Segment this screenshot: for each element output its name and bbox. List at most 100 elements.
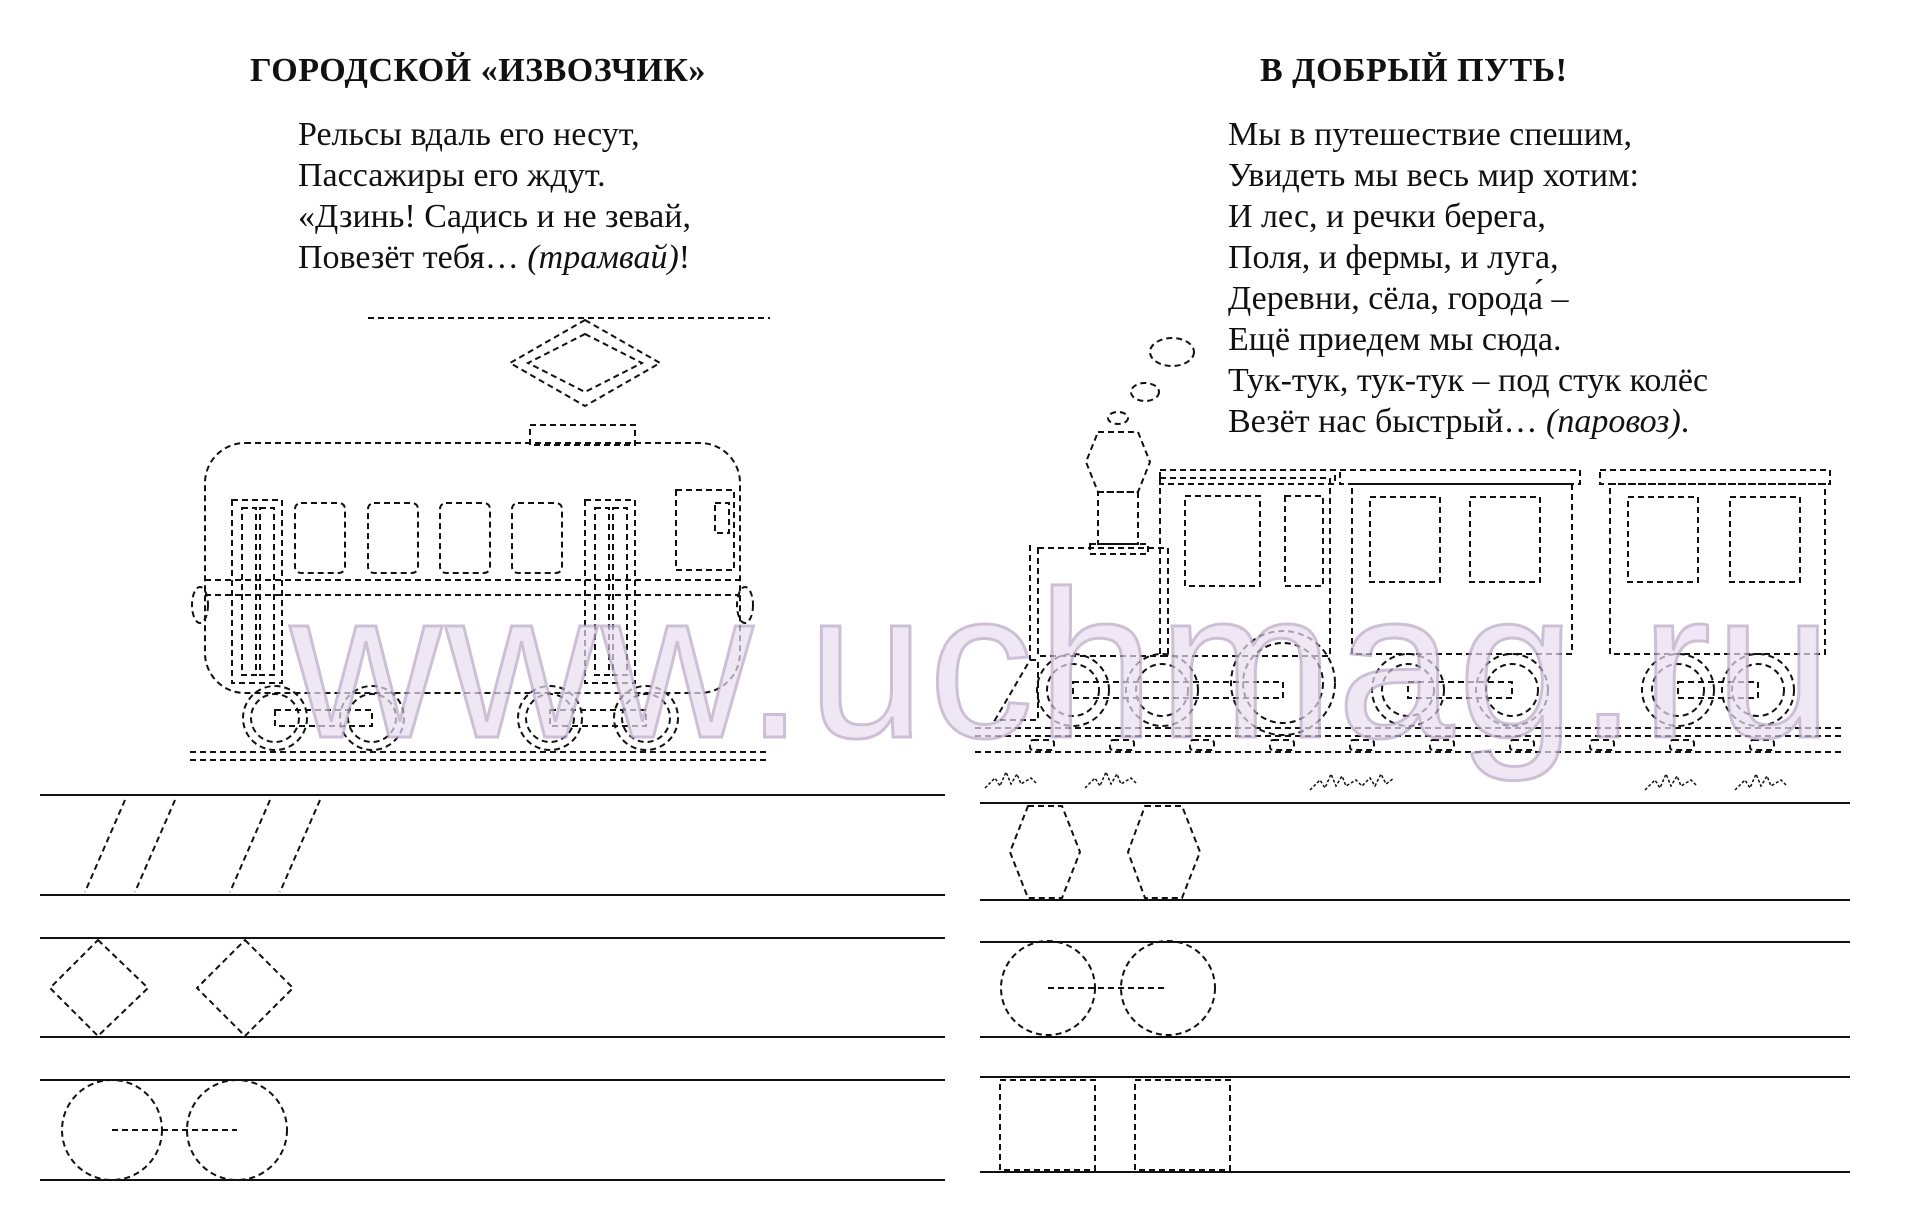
- locomotive-cab: [1159, 477, 1331, 657]
- left-poem: Рельсы вдаль его несут, Пассажиры его жд…: [298, 114, 691, 278]
- car-wheel-inner: [1731, 663, 1785, 717]
- smoke-puff: [1107, 411, 1129, 425]
- trace-hexagon: [1126, 805, 1202, 899]
- tram-window: [511, 502, 563, 574]
- right-poem-line: Деревни, сёла, города́ –: [1228, 280, 1569, 317]
- watermark: www.uchmag.ru: [289, 547, 1836, 782]
- tram-door-left-panel: [241, 507, 257, 676]
- locomotive-connecting-rod: [1072, 681, 1284, 699]
- trace-slash: [84, 799, 126, 893]
- locomotive-chimney-top: [1084, 431, 1152, 493]
- grass-tufts: [984, 770, 1788, 791]
- car-wheel-inner: [1485, 663, 1539, 717]
- trace-wheel: [1120, 940, 1216, 1036]
- right-poem: Мы в путешествие спешим, Увидеть мы весь…: [1228, 114, 1708, 442]
- rail-sleepers: [1029, 739, 1775, 751]
- right-poem-last-prefix: Везёт нас быстрый…: [1228, 403, 1546, 440]
- car-wheel: [1371, 653, 1445, 727]
- car-wheel: [1721, 653, 1795, 727]
- tram-window: [294, 502, 346, 574]
- tram-wheel-inner: [621, 693, 671, 743]
- train-car: [1609, 483, 1826, 655]
- trace-square: [999, 1079, 1096, 1171]
- left-practice-area: [40, 794, 945, 1181]
- tram-wheel-inner: [250, 693, 300, 743]
- right-poem-line: Мы в путешествие спешим,: [1228, 116, 1632, 153]
- car-wheel-inner: [1651, 663, 1705, 717]
- right-poem-line: Увидеть мы весь мир хотим:: [1228, 157, 1639, 194]
- tram-bumper-right: [736, 586, 754, 624]
- right-poem-line: И лес, и речки берега,: [1228, 198, 1546, 235]
- tram-pantograph-inner: [525, 332, 645, 394]
- left-poem-last-prefix: Повезёт тебя…: [298, 239, 528, 276]
- tram-door-left-outer: [231, 499, 283, 684]
- locomotive-window: [1184, 495, 1261, 587]
- tram-axle-link: [549, 709, 647, 727]
- car-window: [1627, 496, 1699, 583]
- car-window: [1369, 496, 1441, 583]
- left-poem-last-suffix: !: [678, 239, 691, 276]
- left-poem-line: Рельсы вдаль его несут,: [298, 116, 640, 153]
- right-poem-title: В ДОБРЫЙ ПУТЬ!: [1260, 52, 1568, 89]
- trace-slash: [229, 799, 271, 893]
- right-riddle-answer: (паровоз): [1546, 403, 1681, 440]
- trace-slash: [279, 799, 321, 893]
- tram-wheel-inner: [525, 693, 575, 743]
- car-wheel: [1641, 653, 1715, 727]
- locomotive-big-wheel: [1230, 630, 1336, 736]
- tram-window: [367, 502, 419, 574]
- locomotive-chimney: [1097, 491, 1139, 545]
- right-poem-last-line: Везёт нас быстрый… (паровоз).: [1228, 401, 1708, 442]
- smoke-puff: [1130, 382, 1160, 402]
- locomotive-wheel: [1036, 653, 1110, 727]
- car-axle-link: [1407, 681, 1513, 699]
- smoke-puff: [1149, 337, 1195, 367]
- car-roof: [1599, 469, 1831, 485]
- tram-roof-base: [529, 424, 636, 446]
- locomotive-boiler: [1037, 547, 1169, 657]
- left-riddle-answer: (трамвай): [527, 239, 679, 276]
- tram-window: [439, 502, 491, 574]
- locomotive-wheel-inner: [1046, 663, 1100, 717]
- train-drawing: [975, 337, 1845, 791]
- right-poem-line: Поля, и фермы, и луга,: [1228, 239, 1559, 276]
- left-poem-line: «Дзинь! Садись и не зевай,: [298, 198, 691, 235]
- tram-cab-window: [675, 489, 735, 571]
- car-window: [1729, 496, 1801, 583]
- tram-pantograph-outer: [507, 318, 663, 408]
- locomotive-window: [1284, 495, 1324, 587]
- right-practice-area: [980, 802, 1850, 1173]
- right-poem-last-suffix: .: [1680, 403, 1690, 440]
- tram-wheel: [339, 685, 405, 751]
- locomotive-wheel-inner: [1135, 663, 1189, 717]
- tram-wheel: [613, 685, 679, 751]
- tram-body: [204, 442, 741, 694]
- tram-door-left-panel: [259, 507, 275, 676]
- car-axle-link: [1677, 681, 1759, 699]
- car-window: [1469, 496, 1541, 583]
- tram-bumper-left: [191, 586, 209, 624]
- left-poem-line: Пассажиры его ждут.: [298, 157, 606, 194]
- tram-wheel-inner: [347, 693, 397, 743]
- tram-door-right-outer: [584, 499, 636, 684]
- trace-diamond: [195, 938, 295, 1038]
- trace-square: [1134, 1079, 1231, 1171]
- trace-slash: [134, 799, 176, 893]
- locomotive-cab-roof: [1159, 469, 1336, 485]
- trace-hexagon: [1008, 805, 1082, 899]
- left-poem-last-line: Повезёт тебя… (трамвай)!: [298, 237, 691, 278]
- train-car: [1351, 483, 1573, 655]
- right-poem-line: Тук-тук, тук-тук – под стук колёс: [1228, 362, 1709, 399]
- trace-wheel: [186, 1079, 288, 1181]
- tram-wheel: [517, 685, 583, 751]
- car-roof: [1339, 469, 1581, 485]
- trace-wheel: [1000, 940, 1096, 1036]
- right-poem-line: Ещё приедем мы сюда.: [1228, 321, 1562, 358]
- tram-wheel: [242, 685, 308, 751]
- car-wheel: [1475, 653, 1549, 727]
- tram-axle-link: [274, 709, 373, 727]
- tram-cab-mirror: [714, 502, 730, 534]
- locomotive-wheel: [1125, 653, 1199, 727]
- tram-drawing: [190, 317, 770, 761]
